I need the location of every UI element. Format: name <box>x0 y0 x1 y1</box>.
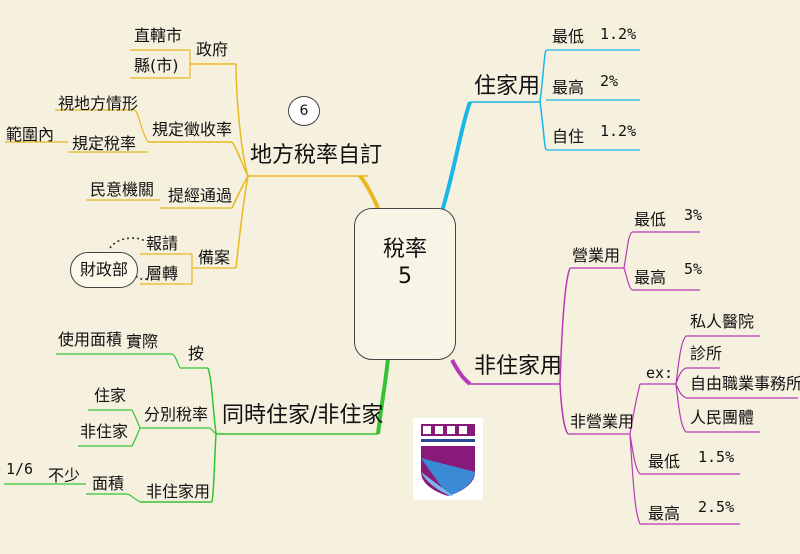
mixed-separate: 分別稅率 <box>144 405 209 424</box>
residential-min-label: 最低 <box>552 27 585 46</box>
non-business-min-label: 最低 <box>648 452 681 471</box>
example-item: 私人醫院 <box>690 312 755 331</box>
local-council: 民意機關 <box>90 180 155 199</box>
mixed-home: 住家 <box>94 386 127 405</box>
mixed-area: 面積 <box>92 474 125 493</box>
local-rule: 規定徵收率 <box>152 120 233 139</box>
local-situation: 視地方情形 <box>58 94 139 113</box>
example-item: 自由職業事務所 <box>690 374 800 393</box>
local-record: 備案 <box>198 248 231 267</box>
residential-max: 2% <box>600 72 619 90</box>
example-item: 人民團體 <box>690 408 755 427</box>
mixed-non-home-use: 非住家用 <box>146 482 211 501</box>
local-forward: 層轉 <box>146 264 179 283</box>
local-title: 地方稅率自訂 <box>250 143 383 168</box>
local-city: 直轄市 <box>134 26 183 45</box>
non-business-min: 1.5% <box>698 448 735 466</box>
non-business-title: 非營業用 <box>570 412 635 431</box>
badge-circle: 6 <box>288 96 320 126</box>
non-business-ex: ex: <box>646 364 674 382</box>
example-item: 診所 <box>690 344 723 363</box>
local-county: 縣(市) <box>134 56 179 75</box>
local-pass: 提經通過 <box>168 186 233 205</box>
logo-image <box>413 418 483 500</box>
non-residential-title: 非住家用 <box>474 354 563 379</box>
residential-title: 住家用 <box>474 74 541 99</box>
local-government: 政府 <box>196 40 229 59</box>
local-range: 範圍內 <box>6 125 55 144</box>
business-max-label: 最高 <box>634 268 667 287</box>
non-business-max-label: 最高 <box>648 504 681 523</box>
mixed-title: 同時住家/非住家 <box>222 403 384 428</box>
center-node: 稅率 5 <box>354 208 456 360</box>
residential-self: 1.2% <box>600 122 637 140</box>
mixed-by: 按 <box>188 344 205 363</box>
mixed-non-home: 非住家 <box>80 422 129 441</box>
business-min: 3% <box>684 206 703 224</box>
residential-self-label: 自住 <box>552 127 585 146</box>
center-title: 稅率 <box>382 237 427 262</box>
mixed-actual: 實際 <box>126 332 159 351</box>
business-title: 營業用 <box>572 246 621 265</box>
business-min-label: 最低 <box>634 210 667 229</box>
non-business-max: 2.5% <box>698 498 735 516</box>
residential-min: 1.2% <box>600 25 637 43</box>
local-rate-rule: 規定稅率 <box>72 134 137 153</box>
mixed-fraction: 1/6 <box>6 460 34 478</box>
center-number: 5 <box>398 264 412 289</box>
residential-max-label: 最高 <box>552 78 585 97</box>
business-max: 5% <box>684 260 703 278</box>
mixed-usage-area: 使用面積 <box>58 330 123 349</box>
local-report: 報請 <box>146 234 179 253</box>
finance-node: 財政部 <box>70 252 138 288</box>
mixed-not-less: 不少 <box>48 466 81 485</box>
